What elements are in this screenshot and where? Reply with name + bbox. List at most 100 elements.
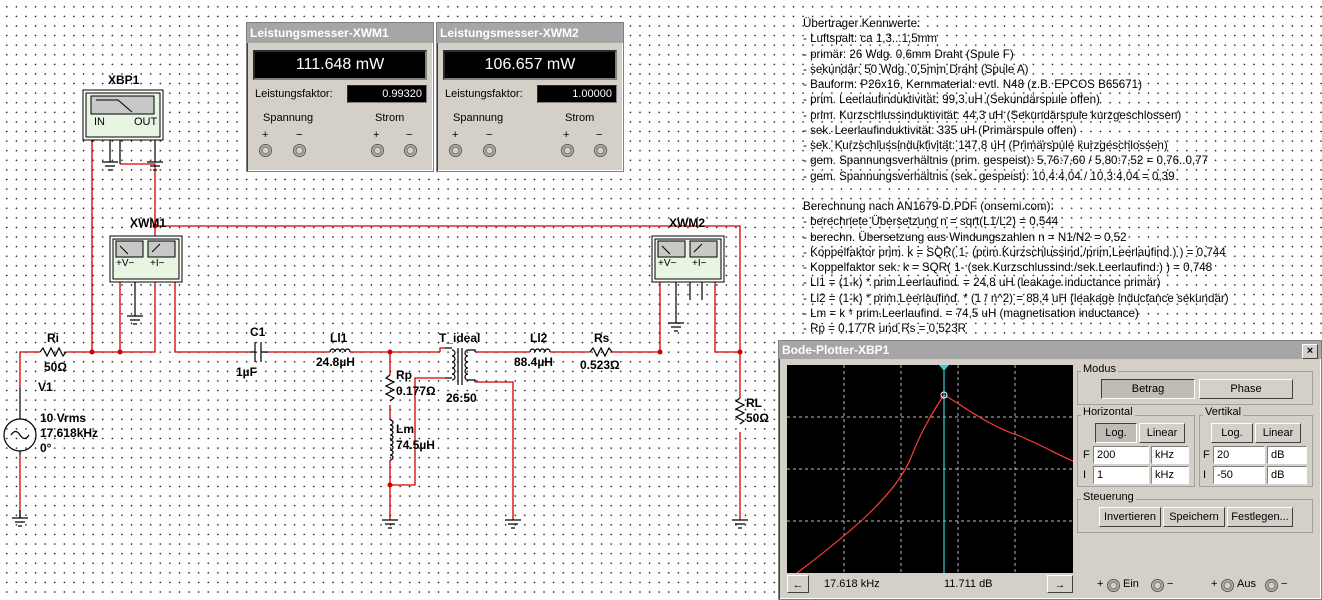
v1-name: V1 xyxy=(38,380,53,394)
rp-value: 0.177Ω xyxy=(396,384,436,398)
xwm2-i-plus: + xyxy=(563,129,570,141)
horizontal-final-unit[interactable]: kHz xyxy=(1151,446,1189,464)
horizontal-final-input[interactable]: 200 xyxy=(1093,446,1149,464)
readout-db: 11.711 dB xyxy=(944,578,993,590)
xwm1-v-minus-terminal[interactable] xyxy=(293,144,306,157)
steuerung-label: Steuerung xyxy=(1081,491,1136,503)
horizontal-f-letter: F xyxy=(1083,449,1090,461)
note-line: - Rp = 0,177R und Rs = 0,523R xyxy=(803,322,967,335)
modus-group xyxy=(1077,371,1313,405)
xwm1-pf-label: Leistungsfaktor: xyxy=(255,88,333,100)
ein-label: Ein xyxy=(1123,578,1139,590)
xwm2-v-minus: − xyxy=(486,129,493,141)
invertieren-button[interactable]: Invertieren xyxy=(1099,507,1161,527)
xwm1-i-plus: + xyxy=(373,129,380,141)
xwm1-strom-label: Strom xyxy=(375,112,405,124)
note-line: - gem. Spannungsverhältnis (prim. gespei… xyxy=(803,154,1209,168)
xwm1-v-pins: +V− xyxy=(116,258,135,269)
aus-label: Aus xyxy=(1237,578,1256,590)
xwm2-i-plus-terminal[interactable] xyxy=(561,144,574,157)
note-line: Übertrager Kennwerte: xyxy=(803,17,921,30)
xwm1-i-minus: − xyxy=(406,129,413,141)
steuerung-group xyxy=(1077,499,1313,533)
xwm2-spannung-label: Spannung xyxy=(453,112,504,124)
xwm2-v-plus-terminal[interactable] xyxy=(449,144,462,157)
xwm2-v-pins: +V− xyxy=(658,258,677,269)
note-line: - Ll1 = (1-k) * prim.Leerlaufind. = 24,8… xyxy=(803,276,1161,290)
ri-value: 50Ω xyxy=(44,360,67,374)
modus-label: Modus xyxy=(1081,363,1119,375)
vertikal-linear-button[interactable]: Linear xyxy=(1255,423,1301,443)
transformer-name: T_ideal xyxy=(439,331,481,345)
horizontal-initial-input[interactable]: 1 xyxy=(1093,466,1149,484)
c1-name: C1 xyxy=(250,325,266,339)
close-icon[interactable]: × xyxy=(1302,344,1318,359)
wattmeter-xwm1-window[interactable]: Leistungsmesser-XWM1 111.648 mW Leistung… xyxy=(246,22,434,172)
vertikal-i-letter: I xyxy=(1203,469,1207,481)
ll2-value: 88.4µH xyxy=(514,355,553,369)
v1-phase: 0° xyxy=(40,441,52,455)
xwm1-i-plus-terminal[interactable] xyxy=(371,144,384,157)
note-line: - prim. Leerlaufinduktivität: 99,3 uH (S… xyxy=(803,93,1100,107)
note-line: - gem. Spannungsverhältnis (sek. gespeis… xyxy=(803,169,1175,183)
phase-button[interactable]: Phase xyxy=(1199,379,1293,399)
xwm1-v-minus: − xyxy=(296,129,303,141)
xwm1-label: XWM1 xyxy=(130,216,166,230)
ll2-name: Ll2 xyxy=(530,331,548,345)
speichern-button[interactable]: Speichern xyxy=(1163,507,1225,527)
xwm2-i-minus-terminal[interactable] xyxy=(594,144,607,157)
festlegen-button[interactable]: Festlegen... xyxy=(1227,507,1293,527)
horizontal-linear-button[interactable]: Linear xyxy=(1139,423,1185,443)
vertikal-initial-unit[interactable]: dB xyxy=(1267,466,1307,484)
note-line: - sekundär: 50 Wdg. 0,5mm Draht (Spule A… xyxy=(803,62,1029,76)
rp-name: Rp xyxy=(396,368,412,382)
xwm1-v-plus: + xyxy=(262,129,269,141)
vertikal-initial-input[interactable]: -50 xyxy=(1213,466,1265,484)
note-line: - berechnete Übersetzung n = sqrt(L1/L2)… xyxy=(803,215,1059,229)
ein-minus-terminal[interactable] xyxy=(1151,579,1164,592)
xwm2-v-minus-terminal[interactable] xyxy=(483,144,496,157)
bode-plotter-window[interactable]: Bode-Plotter-XBP1 × ← 17.618 kHz 11.711 … xyxy=(778,340,1322,600)
horizontal-log-button[interactable]: Log. xyxy=(1095,423,1137,443)
rl-value: 50Ω xyxy=(746,411,769,425)
vertikal-log-button[interactable]: Log. xyxy=(1211,423,1253,443)
ein-plus-terminal[interactable] xyxy=(1107,579,1120,592)
note-line: - sek. Leerlaufinduktivität: 335 uH (Pri… xyxy=(803,123,1077,137)
ll1-name: Ll1 xyxy=(330,331,348,345)
xbp1-out-label: OUT xyxy=(134,116,158,128)
wattmeter-xwm2-window[interactable]: Leistungsmesser-XWM2 106.657 mW Leistung… xyxy=(436,22,624,172)
note-line: - prim. Kurzschlussinduktivität: 44,3 uH… xyxy=(803,108,1182,122)
aus-minus-terminal[interactable] xyxy=(1265,579,1278,592)
vertikal-final-input[interactable]: 20 xyxy=(1213,446,1265,464)
readout-frequency: 17.618 kHz xyxy=(824,578,880,590)
note-line: - Bauform: P26x16, Kernmaterial: evtl. N… xyxy=(803,78,1142,91)
cursor-left-button[interactable]: ← xyxy=(787,575,809,593)
horizontal-initial-unit[interactable]: kHz xyxy=(1151,466,1189,484)
xwm1-v-plus-terminal[interactable] xyxy=(259,144,272,157)
bode-plot-area[interactable] xyxy=(787,365,1073,573)
xwm2-i-minus: − xyxy=(596,129,603,141)
xbp1-label: XBP1 xyxy=(108,73,140,87)
betrag-button[interactable]: Betrag xyxy=(1101,379,1195,399)
note-line: - Koppelfaktor sek. k = SQR( 1- (sek.Kur… xyxy=(803,261,1213,274)
rl-name: RL xyxy=(746,396,762,410)
wattmeter-xwm1-title[interactable]: Leistungsmesser-XWM1 xyxy=(247,23,433,43)
vertikal-final-unit[interactable]: dB xyxy=(1267,446,1307,464)
xwm1-spannung-label: Spannung xyxy=(263,112,314,124)
c1-value: 1µF xyxy=(236,365,257,379)
wattmeter-xwm2-title[interactable]: Leistungsmesser-XWM2 xyxy=(437,23,623,43)
bode-plotter-title[interactable]: Bode-Plotter-XBP1 xyxy=(779,341,1321,359)
ein-minus: − xyxy=(1167,578,1174,590)
aus-plus-terminal[interactable] xyxy=(1221,579,1234,592)
xwm2-label: XWM2 xyxy=(669,216,705,230)
cursor-right-button[interactable]: → xyxy=(1047,575,1073,593)
xwm1-power-display: 111.648 mW xyxy=(253,50,427,80)
ein-plus: + xyxy=(1097,578,1104,590)
xwm1-i-minus-terminal[interactable] xyxy=(404,144,417,157)
note-line: Berechnung nach AN1679-D.PDF (onsemi.com… xyxy=(803,200,1054,213)
aus-minus: − xyxy=(1281,578,1288,590)
lm-name: Lm xyxy=(396,422,414,436)
xwm1-pf-value: 0.99320 xyxy=(347,85,427,103)
magnitude-curve xyxy=(796,394,1073,573)
